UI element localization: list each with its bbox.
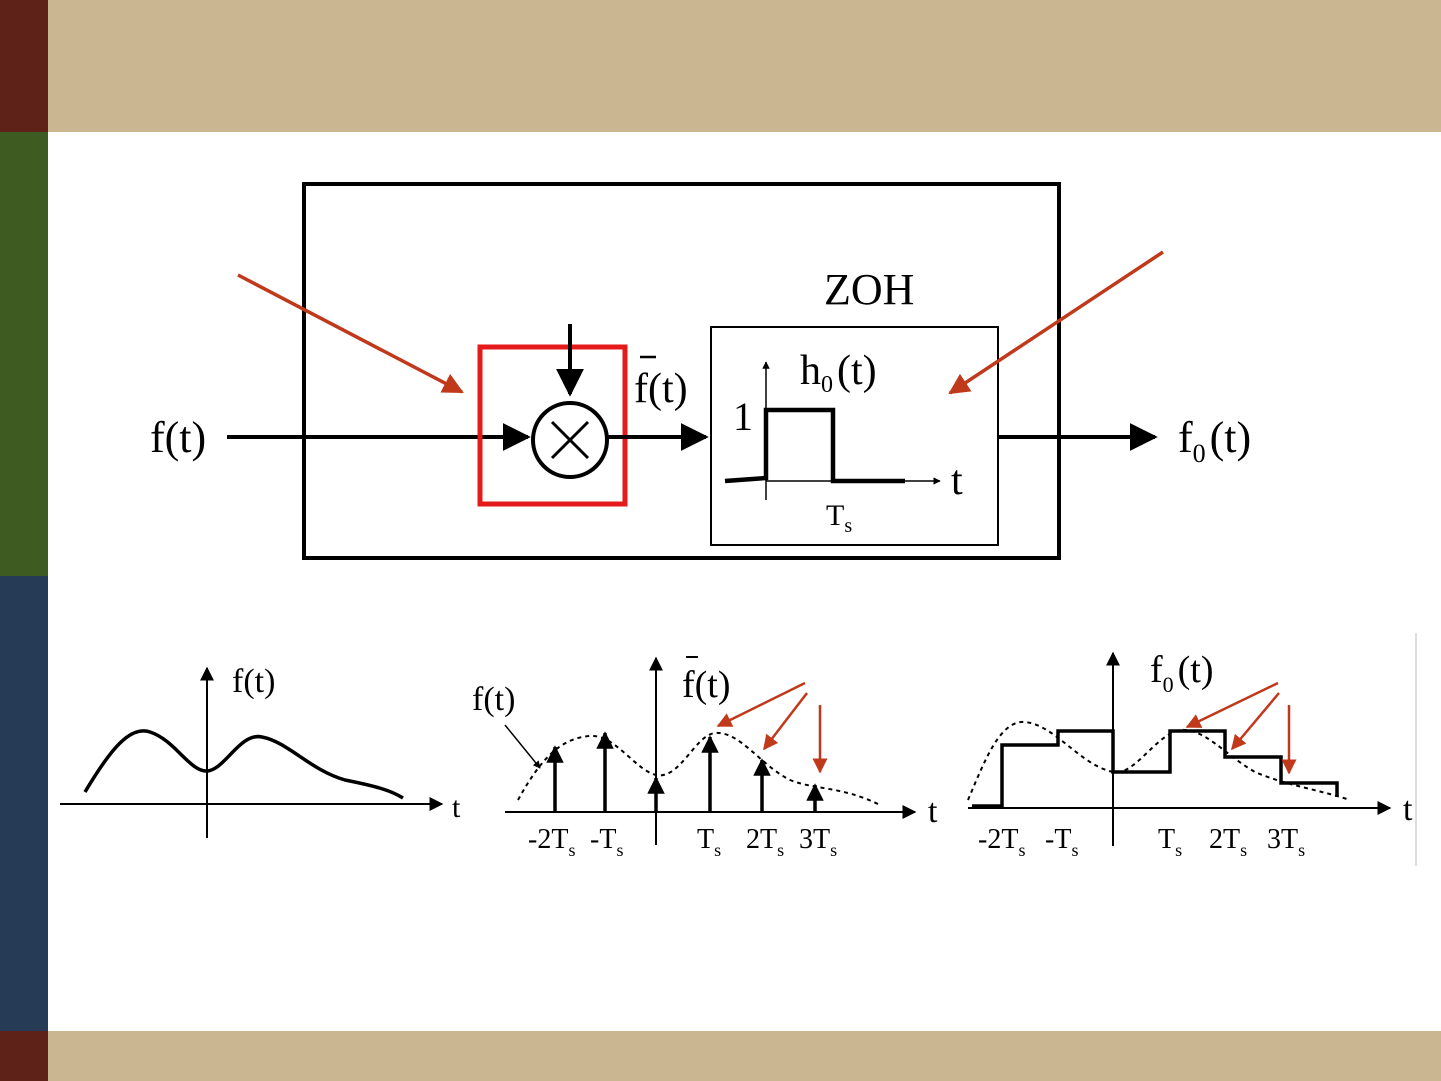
sampled-signal-plot: f(t) f(t) t -2Ts -Ts Ts 2Ts 3Ts [472, 657, 938, 860]
right-x-label: t [1403, 791, 1413, 828]
middle-y-label: f(t) [682, 664, 731, 706]
tick-label: 2Ts [746, 824, 784, 860]
multiplier-icon [533, 403, 607, 477]
right-tick-labels: -2Ts -Ts Ts 2Ts 3Ts [978, 824, 1305, 860]
continuous-signal-plot: f(t) t [60, 663, 461, 838]
zoh-response-label: h0(t) [800, 348, 877, 398]
right-y-label: f0(t) [1150, 649, 1214, 697]
tick-label: -Ts [590, 824, 623, 860]
right-dashed-curve [968, 722, 1350, 800]
zoh-height-label: 1 [733, 394, 753, 439]
right-staircase [972, 731, 1337, 806]
zoh-time-label: t [951, 458, 963, 504]
block-diagram: f(t) f(t) ZOH 1 h0(t) t Ts f0(t) [150, 184, 1251, 558]
tick-label: -Ts [1045, 824, 1078, 860]
output-signal-label: f0(t) [1178, 413, 1251, 468]
zoh-period-label: Ts [826, 499, 852, 537]
left-signal-curve [85, 731, 403, 798]
sampler-annotation-arrow [238, 275, 462, 392]
zoh-title: ZOH [824, 265, 914, 314]
middle-dashed-curve [518, 733, 878, 804]
middle-x-label: t [928, 793, 938, 830]
tick-label: -2Ts [528, 824, 575, 860]
tick-label: 2Ts [1209, 824, 1247, 860]
middle-annotation-arrow-1 [718, 683, 805, 726]
tick-label: 3Ts [1267, 824, 1305, 860]
input-signal-label: f(t) [150, 413, 206, 462]
left-x-label: t [452, 791, 461, 824]
tick-label: -2Ts [978, 824, 1025, 860]
middle-curve-pointer [505, 725, 540, 768]
zoh-impulse-response-plot: 1 h0(t) t Ts [725, 348, 963, 537]
left-y-label: f(t) [232, 663, 275, 700]
middle-tick-labels: -2Ts -Ts Ts 2Ts 3Ts [528, 824, 837, 860]
zoh-annotation-arrow [950, 252, 1163, 393]
tick-label: Ts [697, 824, 721, 860]
zoh-output-plot: f0(t) t -2Ts -Ts Ts 2Ts 3Ts [968, 633, 1416, 866]
tick-label: Ts [1158, 824, 1182, 860]
tick-label: 3Ts [799, 824, 837, 860]
sampled-signal-label: f(t) [634, 366, 688, 412]
middle-curve-label: f(t) [472, 681, 515, 718]
